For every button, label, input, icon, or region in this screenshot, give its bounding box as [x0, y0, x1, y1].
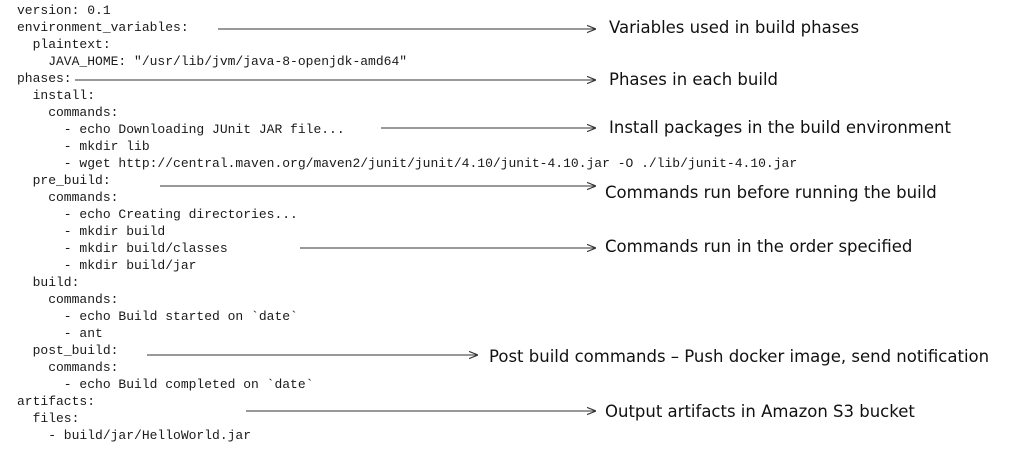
annotation-install: Install packages in the build environmen… — [609, 118, 951, 137]
code-line-mkdir-build: - mkdir build — [17, 224, 166, 239]
code-line-mkdir-build-classes: - mkdir build/classes — [17, 241, 228, 256]
annotation-phases: Phases in each build — [609, 70, 779, 89]
annotation-artifacts: Output artifacts in Amazon S3 bucket — [605, 402, 915, 421]
code-line-pre-build: pre_build: — [17, 173, 111, 188]
code-line-echo-creating: - echo Creating directories... — [17, 207, 298, 222]
code-line-post-build: post_build: — [17, 343, 119, 358]
annotation-post-build: Post build commands – Push docker image,… — [489, 347, 990, 366]
code-line-helloworld-jar: - build/jar/HelloWorld.jar — [17, 428, 252, 443]
code-line-echo-build-started: - echo Build started on `date` — [17, 309, 298, 324]
code-line-ant: - ant — [17, 326, 103, 341]
code-line-mkdir-build-jar: - mkdir build/jar — [17, 258, 197, 273]
code-line-build-commands: commands: — [17, 292, 119, 307]
code-line-java-home: JAVA_HOME: "/usr/lib/jvm/java-8-openjdk-… — [17, 54, 408, 69]
code-line-environment-variables: environment_variables: — [17, 20, 189, 35]
code-line-artifacts: artifacts: — [17, 394, 96, 409]
code-line-install-commands: commands: — [17, 105, 119, 120]
code-line-install: install: — [17, 88, 96, 103]
code-line-plaintext: plaintext: — [17, 37, 111, 52]
code-line-post-build-commands: commands: — [17, 360, 119, 375]
code-line-phases: phases: — [17, 71, 72, 86]
code-line-wget: - wget http://central.maven.org/maven2/j… — [17, 156, 798, 171]
code-line-echo-build-completed: - echo Build completed on `date` — [17, 377, 314, 392]
code-line-mkdir-lib: - mkdir lib — [17, 139, 150, 154]
code-line-pre-build-commands: commands: — [17, 190, 119, 205]
code-line-echo-downloading: - echo Downloading JUnit JAR file... — [17, 122, 345, 137]
annotation-variables: Variables used in build phases — [609, 18, 860, 37]
code-line-version: version: 0.1 — [17, 3, 111, 18]
code-line-build: build: — [17, 275, 80, 290]
annotation-pre-build: Commands run before running the build — [605, 183, 937, 202]
code-line-files: files: — [17, 411, 80, 426]
annotation-order: Commands run in the order specified — [605, 237, 913, 256]
